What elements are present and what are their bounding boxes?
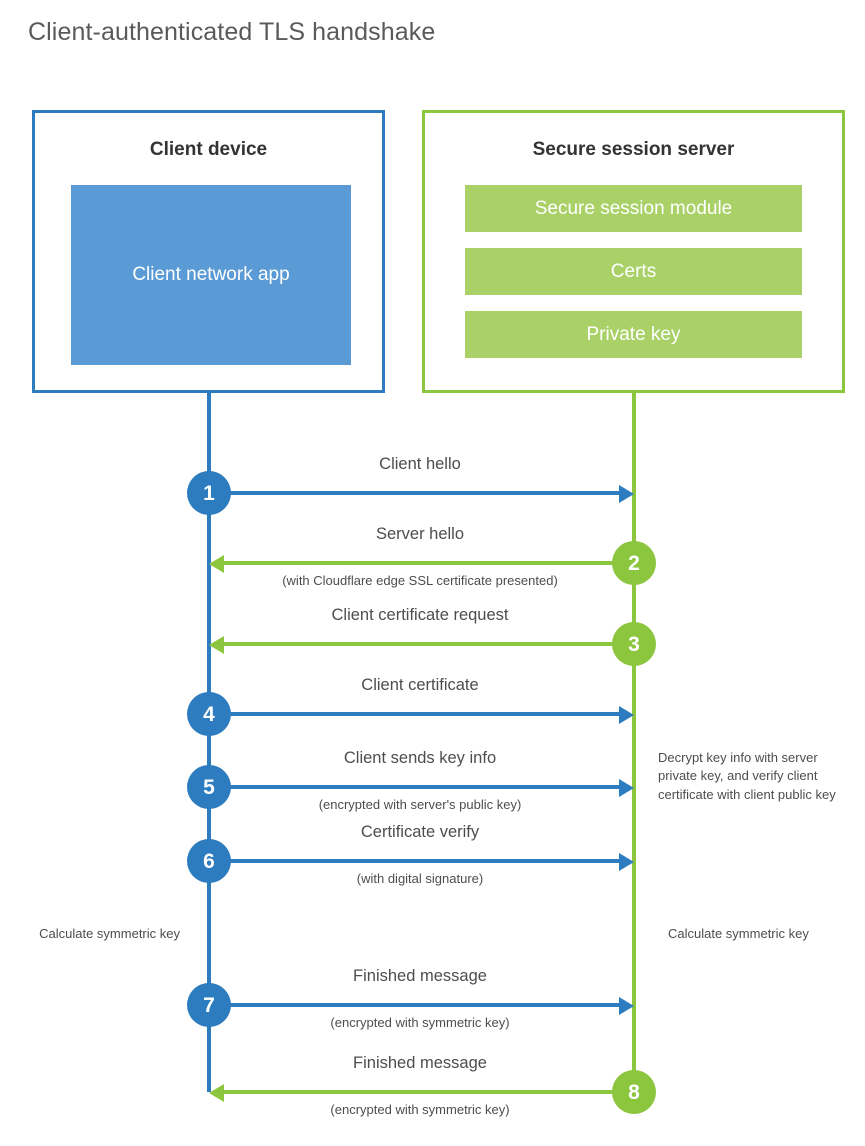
message-label-8: Finished message [353,1054,487,1072]
server-component-certs: Certs [465,248,802,295]
message-sublabel-7: (encrypted with symmetric key) [330,1015,510,1030]
message-sublabel-5: (encrypted with server's public key) [318,797,522,812]
message-arrow-head-6 [619,853,634,871]
message-label-5: Client sends key info [343,749,497,767]
step-badge-7: 7 [187,983,231,1027]
message-arrow-line-4 [209,712,623,716]
client-network-app-box: Client network app [71,185,351,365]
step-badge-3: 3 [612,622,656,666]
client-lifeline [207,393,211,1092]
message-arrow-line-3 [223,642,634,646]
message-arrow-line-6 [209,859,623,863]
step-badge-5: 5 [187,765,231,809]
message-arrow-head-4 [619,706,634,724]
message-arrow-head-3 [209,636,224,654]
annotation-decrypt-key-info: Decrypt key info with server private key… [658,750,836,802]
message-sublabel-8: (encrypted with symmetric key) [330,1102,510,1117]
client-device-box: Client device Client network app [32,110,385,393]
server-lifeline [632,393,636,1092]
message-label-7: Finished message [353,967,487,985]
annotation-calculate-symmetric-key-client: Calculate symmetric key [39,926,180,941]
message-arrow-head-5 [619,779,634,797]
step-badge-6: 6 [187,839,231,883]
step-badge-4: 4 [187,692,231,736]
message-label-3: Client certificate request [331,606,509,624]
message-label-1: Client hello [379,455,461,473]
message-arrow-line-5 [209,785,623,789]
message-label-6: Certificate verify [360,823,480,841]
message-arrow-line-2 [223,561,634,565]
message-sublabel-6: (with digital signature) [356,871,484,886]
server-component-secure-session-module: Secure session module [465,185,802,232]
client-device-title: Client device [149,139,268,160]
step-badge-1: 1 [187,471,231,515]
message-arrow-head-1 [619,485,634,503]
message-arrow-head-7 [619,997,634,1015]
message-arrow-line-7 [209,1003,623,1007]
secure-session-server-box: Secure session server Secure session mod… [422,110,845,393]
secure-session-server-title: Secure session server [532,139,735,160]
annotation-calculate-symmetric-key-server: Calculate symmetric key [668,926,809,941]
message-arrow-line-8 [223,1090,634,1094]
step-badge-2: 2 [612,541,656,585]
server-component-private-key: Private key [465,311,802,358]
message-arrow-head-8 [209,1084,224,1102]
message-arrow-head-2 [209,555,224,573]
step-badge-8: 8 [612,1070,656,1114]
page-title: Client-authenticated TLS handshake [28,18,436,46]
message-sublabel-2: (with Cloudflare edge SSL certificate pr… [282,573,558,588]
message-arrow-line-1 [209,491,623,495]
message-label-2: Server hello [375,525,465,543]
message-label-4: Client certificate [361,676,479,694]
